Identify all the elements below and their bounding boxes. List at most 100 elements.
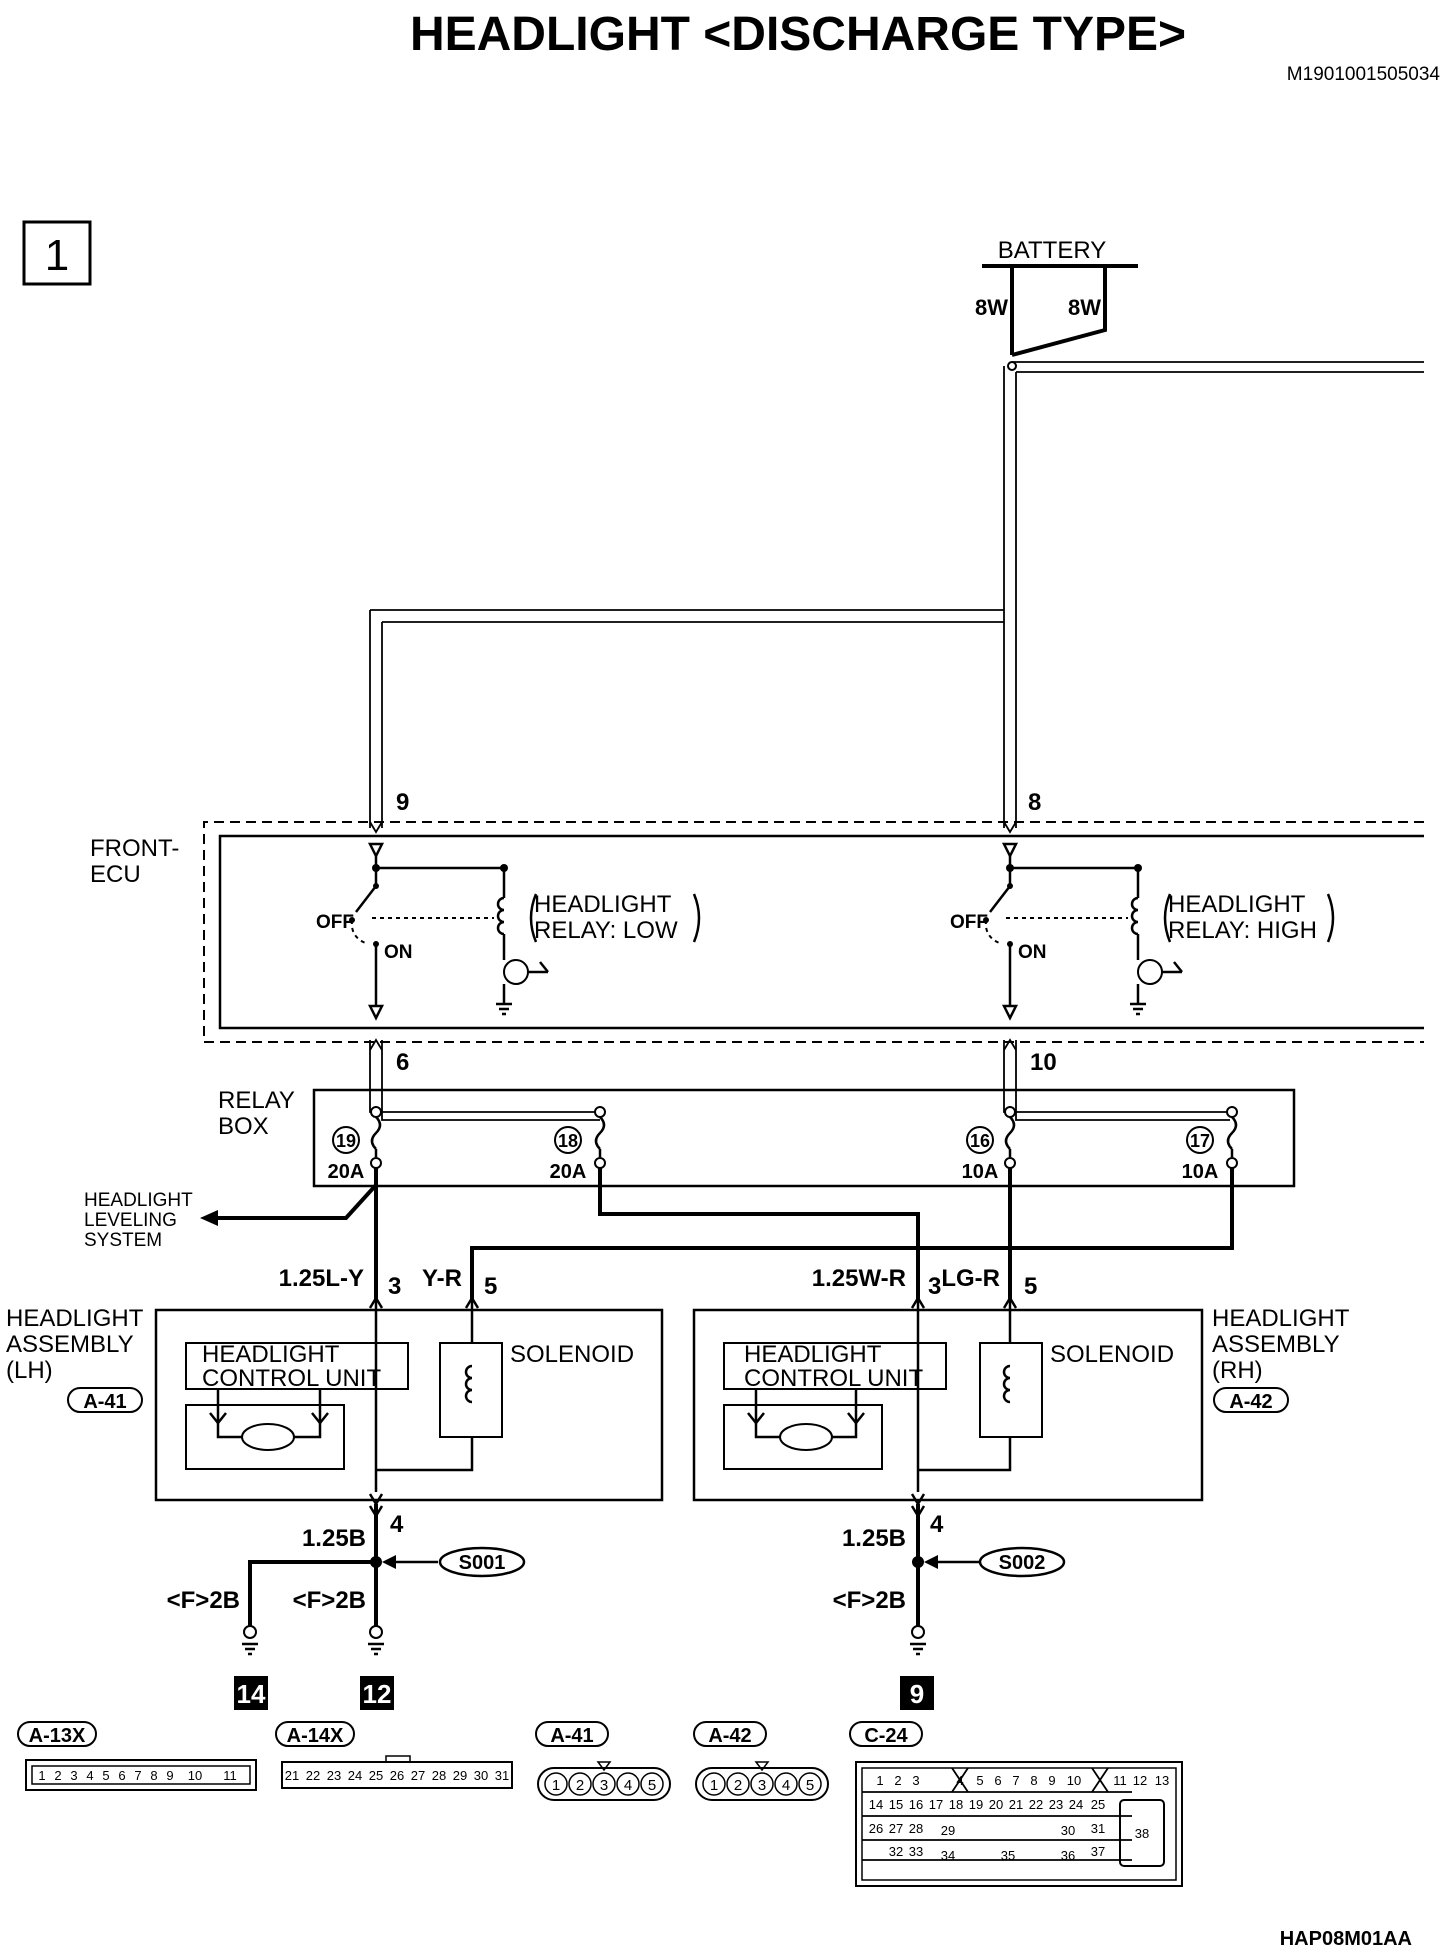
fuse-18-rating: 20A bbox=[550, 1161, 587, 1183]
fuse-16-rating: 10A bbox=[962, 1161, 999, 1183]
lh-connector-code: A-41 bbox=[83, 1391, 126, 1413]
c24-pin-25: 25 bbox=[1091, 1797, 1105, 1812]
front-ecu-label-line1: FRONT- bbox=[90, 835, 179, 862]
battery-label: BATTERY bbox=[998, 237, 1106, 264]
lh-label-line3: (LH) bbox=[6, 1357, 53, 1384]
c24-pin-21: 21 bbox=[1009, 1797, 1023, 1812]
c24-pin-22: 22 bbox=[1029, 1797, 1043, 1812]
c24-pin-3: 3 bbox=[912, 1773, 919, 1788]
c24-pin-26: 26 bbox=[869, 1821, 883, 1836]
connector-a41-label: A-41 bbox=[550, 1725, 593, 1747]
c24-pin-6: 6 bbox=[994, 1773, 1001, 1788]
pin-4: 4 bbox=[86, 1768, 93, 1783]
headlight-relay-high: OFF ON HEADLIGHT RELAY: HIGH bbox=[950, 842, 1335, 1021]
rh-ground-pin: 4 bbox=[930, 1511, 944, 1538]
a41-pin-3: 3 bbox=[600, 1777, 608, 1794]
ecu-output-wires: 6 10 bbox=[369, 1038, 1230, 1121]
rh-solenoid-label: SOLENOID bbox=[1050, 1341, 1174, 1368]
battery-wire-left-label: 8W bbox=[975, 295, 1008, 320]
switch-low-off-label: OFF bbox=[316, 912, 354, 933]
connector-a14x-label: A-14X bbox=[287, 1725, 344, 1747]
ecu-pin-8: 8 bbox=[1028, 789, 1041, 816]
a42-pin-1: 1 bbox=[710, 1777, 718, 1794]
fuse-18: 18 20A bbox=[550, 1106, 606, 1183]
switch-high-on-label: ON bbox=[1018, 942, 1047, 963]
page-number-box bbox=[22, 220, 92, 286]
pin-7: 7 bbox=[134, 1768, 141, 1783]
lh-solenoid-label: SOLENOID bbox=[510, 1341, 634, 1368]
connector-a14x: A-14X 21 22 23 24 25 26 27 28 29 30 31 bbox=[275, 1721, 513, 1789]
connector-a42-pins: 1 2 3 4 5 bbox=[702, 1772, 822, 1796]
rh-label-line2: ASSEMBLY bbox=[1212, 1331, 1340, 1358]
assembly-feed-wires bbox=[200, 1168, 1234, 1302]
fuse-19: 19 20A bbox=[328, 1106, 382, 1183]
lh-label-line1: HEADLIGHT bbox=[6, 1305, 144, 1332]
ground-point-12: 12 bbox=[363, 1679, 392, 1709]
c24-pin-33: 33 bbox=[909, 1844, 923, 1859]
a41-pin-2: 2 bbox=[576, 1777, 584, 1794]
relay-box-label-line2: BOX bbox=[218, 1113, 269, 1140]
c24-pin-24: 24 bbox=[1069, 1797, 1083, 1812]
connector-a13x: A-13X 1 2 3 4 5 6 7 8 9 10 11 bbox=[17, 1721, 257, 1791]
lh-hcu-line1: HEADLIGHT bbox=[202, 1341, 340, 1368]
pin-10: 10 bbox=[188, 1768, 202, 1783]
pin-6: 6 bbox=[118, 1768, 125, 1783]
leveling-line2: LEVELING bbox=[84, 1210, 177, 1231]
rh-label-line3: (RH) bbox=[1212, 1357, 1263, 1384]
c24-pin-23: 23 bbox=[1049, 1797, 1063, 1812]
c24-pin-37: 37 bbox=[1091, 1844, 1105, 1859]
relay-low-label-line1: HEADLIGHT bbox=[534, 891, 672, 918]
relay-box-label-line1: RELAY bbox=[218, 1087, 295, 1114]
connector-c24-label: C-24 bbox=[864, 1725, 908, 1747]
relay-high-label-line2: RELAY: HIGH bbox=[1168, 917, 1317, 944]
connector-a13x-pins: 1 2 3 4 5 6 7 8 9 10 11 bbox=[38, 1768, 236, 1783]
a42-pin-3: 3 bbox=[758, 1777, 766, 1794]
pin-27: 27 bbox=[411, 1768, 425, 1783]
connector-a42-label: A-42 bbox=[708, 1725, 751, 1747]
c24-pin-28: 28 bbox=[909, 1821, 923, 1836]
pin-9: 9 bbox=[166, 1768, 173, 1783]
pin-30: 30 bbox=[474, 1768, 488, 1783]
fuse-17: 17 10A bbox=[1182, 1106, 1238, 1183]
c24-pin-1: 1 bbox=[876, 1773, 883, 1788]
diagram-title: HEADLIGHT <DISCHARGE TYPE> bbox=[410, 8, 1186, 61]
c24-pin-5: 5 bbox=[976, 1773, 983, 1788]
lh-pin-a: 3 bbox=[388, 1273, 401, 1300]
connector-a14x-pins: 21 22 23 24 25 26 27 28 29 30 31 bbox=[285, 1768, 509, 1783]
pin-2: 2 bbox=[54, 1768, 61, 1783]
ecu-pin-10: 10 bbox=[1030, 1049, 1057, 1076]
lh-ground-right-label: <F>2B bbox=[293, 1587, 366, 1614]
rh-pin-a: 3 bbox=[928, 1273, 941, 1300]
document-id: M1901001505034 bbox=[1287, 64, 1441, 85]
battery-wire-right-label: 8W bbox=[1068, 295, 1101, 320]
leveling-line3: SYSTEM bbox=[84, 1230, 162, 1251]
rh-pin-b: 5 bbox=[1024, 1273, 1037, 1300]
c24-pin-13: 13 bbox=[1155, 1773, 1169, 1788]
pin-3: 3 bbox=[70, 1768, 77, 1783]
a42-pin-2: 2 bbox=[734, 1777, 742, 1794]
relay-low-label-line2: RELAY: LOW bbox=[534, 917, 678, 944]
pin-23: 23 bbox=[327, 1768, 341, 1783]
connector-a41: A-41 1 2 3 4 5 bbox=[535, 1721, 671, 1801]
pin-25: 25 bbox=[369, 1768, 383, 1783]
headlight-assembly-lh: HEADLIGHT ASSEMBLY (LH) A-41 1.25L-Y 3 Y… bbox=[6, 1265, 664, 1710]
c24-pin-18: 18 bbox=[949, 1797, 963, 1812]
rh-ground-wire-label: 1.25B bbox=[842, 1525, 906, 1552]
pin-24: 24 bbox=[348, 1768, 362, 1783]
pin-31: 31 bbox=[495, 1768, 509, 1783]
fuse-17-number: 17 bbox=[1190, 1131, 1210, 1151]
c24-pin-38: 38 bbox=[1135, 1826, 1149, 1841]
ground-point-14: 14 bbox=[237, 1679, 266, 1709]
fuse-17-rating: 10A bbox=[1182, 1161, 1219, 1183]
fuse-19-rating: 20A bbox=[328, 1161, 365, 1183]
c24-pin-16: 16 bbox=[909, 1797, 923, 1812]
headlight-leveling-label: HEADLIGHT LEVELING SYSTEM bbox=[84, 1190, 193, 1251]
lh-wire-b-label: Y-R bbox=[422, 1265, 462, 1292]
switch-low-on-label: ON bbox=[384, 942, 413, 963]
rh-ground-label: <F>2B bbox=[833, 1587, 906, 1614]
connector-a13x-label: A-13X bbox=[29, 1725, 86, 1747]
c24-pin-36: 36 bbox=[1061, 1848, 1075, 1863]
a42-pin-4: 4 bbox=[782, 1777, 790, 1794]
pin-21: 21 bbox=[285, 1768, 299, 1783]
